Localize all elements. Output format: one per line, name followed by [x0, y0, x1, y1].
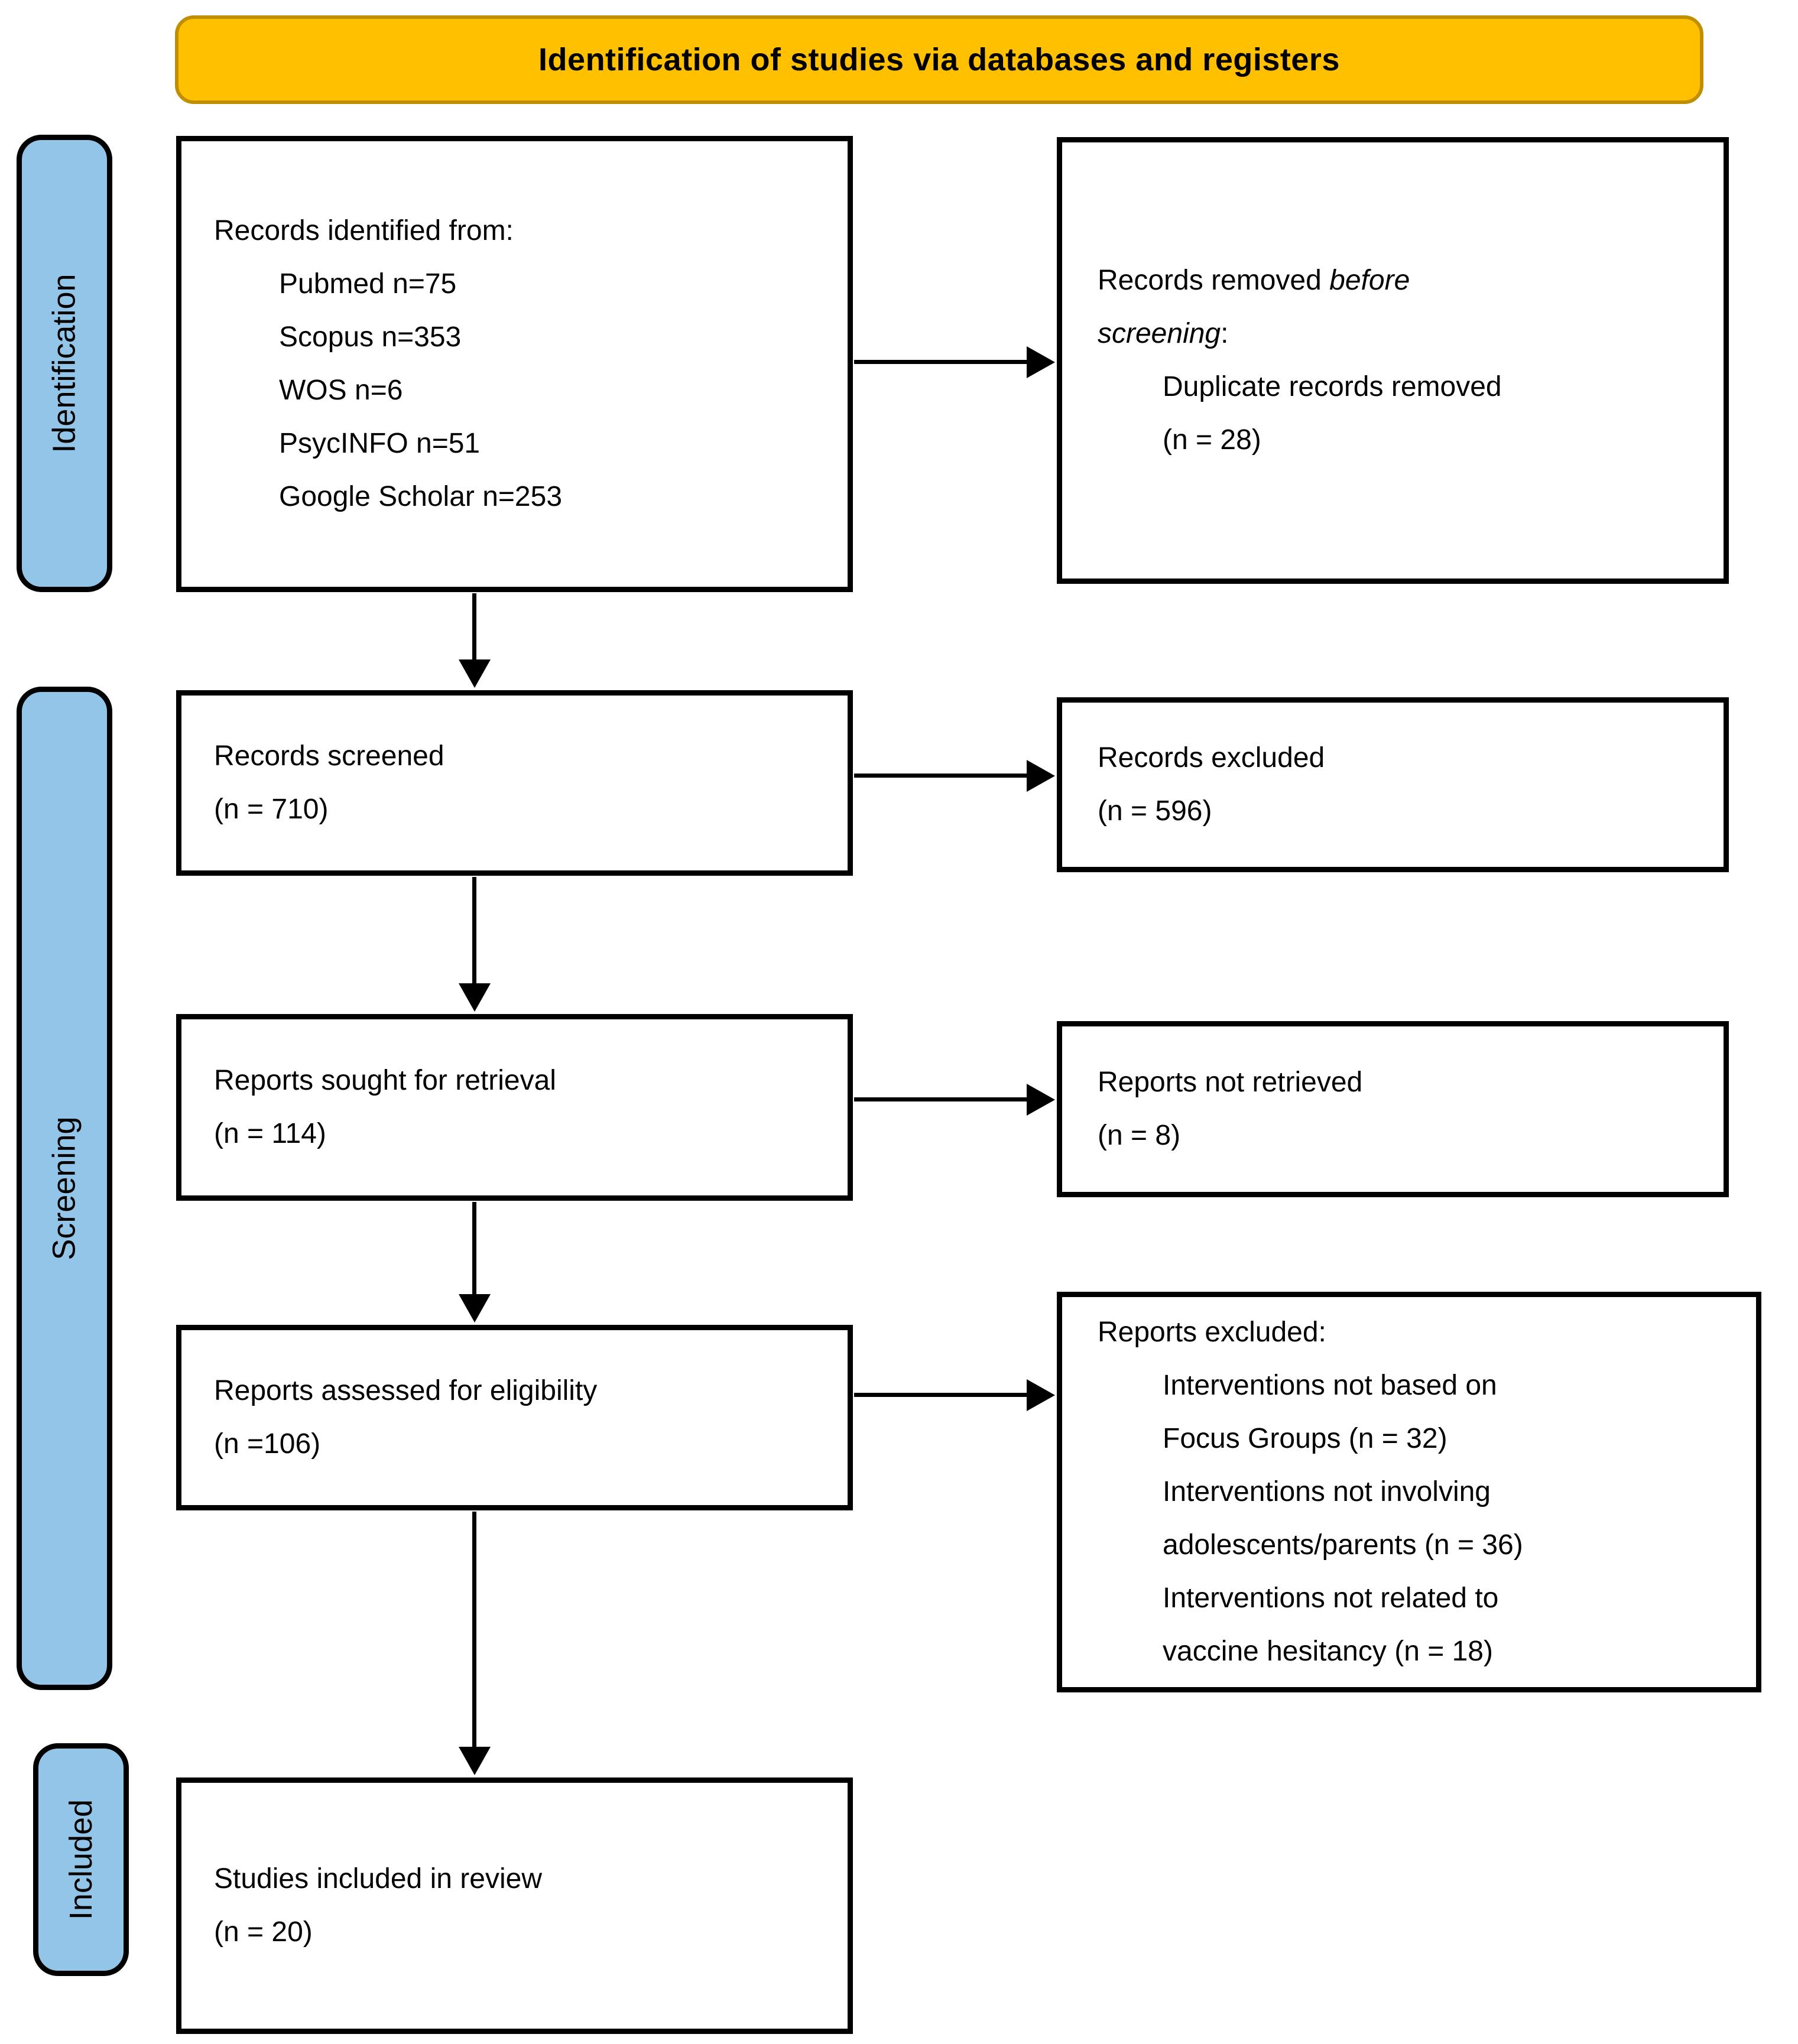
- box-heading: Records identified from:: [214, 215, 514, 246]
- box-records-removed-before-screening: Records removed before screening: Duplic…: [1057, 137, 1729, 584]
- database-count: WOS n=6: [279, 375, 403, 406]
- box-count: (n = 596): [1098, 795, 1212, 827]
- stage-label-identification: Identification: [17, 135, 112, 592]
- arrow-identified-to-removed-line: [854, 360, 1027, 364]
- database-count: Scopus n=353: [279, 321, 462, 353]
- box-records-screened: Records screened (n = 710): [176, 690, 853, 876]
- diagram-title: Identification of studies via databases …: [538, 42, 1340, 77]
- box-heading: Records excluded: [1098, 742, 1325, 774]
- box-count: (n = 710): [214, 794, 329, 825]
- stage-label-included: Included: [33, 1743, 129, 1976]
- arrow-sought-to-not-retrieved-line: [854, 1097, 1027, 1101]
- arrow-assessed-to-included-head: [459, 1747, 491, 1775]
- removal-reason: Duplicate records removed: [1163, 371, 1502, 402]
- box-reports-sought-for-retrieval: Reports sought for retrieval (n = 114): [176, 1014, 853, 1201]
- arrow-assessed-to-included-line: [472, 1512, 476, 1747]
- box-count: (n = 8): [1098, 1120, 1181, 1151]
- arrow-screened-to-sought-line: [472, 877, 476, 983]
- arrow-assessed-to-reports-excluded-line: [854, 1393, 1027, 1397]
- removal-count: (n = 28): [1163, 424, 1261, 456]
- box-records-identified: Records identified from: Pubmed n=75 Sco…: [176, 136, 853, 592]
- database-count: Google Scholar n=253: [279, 481, 563, 512]
- box-heading: Reports excluded:: [1098, 1317, 1326, 1348]
- box-heading: Reports not retrieved: [1098, 1067, 1363, 1098]
- box-records-excluded: Records excluded (n = 596): [1057, 697, 1729, 872]
- box-heading: Reports assessed for eligibility: [214, 1375, 598, 1406]
- exclusion-reason-continued: Focus Groups (n = 32): [1163, 1423, 1448, 1454]
- exclusion-reason-continued: vaccine hesitancy (n = 18): [1163, 1636, 1493, 1667]
- arrow-screened-to-excluded-head: [1027, 760, 1055, 792]
- exclusion-reason-continued: adolescents/parents (n = 36): [1163, 1529, 1523, 1561]
- arrow-identified-to-removed-head: [1027, 346, 1055, 378]
- box-heading-continued: screening:: [1098, 318, 1229, 349]
- arrow-screened-to-sought-head: [459, 983, 491, 1012]
- box-reports-assessed-for-eligibility: Reports assessed for eligibility (n =106…: [176, 1325, 853, 1510]
- arrow-sought-to-assessed-line: [472, 1202, 476, 1294]
- arrow-sought-to-assessed-head: [459, 1294, 491, 1322]
- arrow-identified-to-screened-line: [472, 593, 476, 659]
- arrow-identified-to-screened-head: [459, 659, 491, 688]
- stage-label-screening: Screening: [17, 687, 112, 1690]
- database-count: PsycINFO n=51: [279, 428, 481, 459]
- box-heading: Records screened: [214, 740, 444, 772]
- box-reports-excluded: Reports excluded: Interventions not base…: [1057, 1292, 1761, 1692]
- database-count: Pubmed n=75: [279, 268, 457, 300]
- box-heading: Studies included in review: [214, 1863, 542, 1894]
- box-reports-not-retrieved: Reports not retrieved (n = 8): [1057, 1021, 1729, 1197]
- exclusion-reason: Interventions not related to: [1163, 1582, 1499, 1614]
- box-count: (n = 20): [214, 1916, 313, 1948]
- box-count: (n = 114): [214, 1118, 326, 1149]
- exclusion-reason: Interventions not involving: [1163, 1476, 1491, 1507]
- exclusion-reason: Interventions not based on: [1163, 1370, 1497, 1401]
- box-heading: Records removed before: [1098, 265, 1410, 296]
- arrow-screened-to-excluded-line: [854, 774, 1027, 778]
- box-studies-included-in-review: Studies included in review (n = 20): [176, 1777, 853, 2034]
- title-banner: Identification of studies via databases …: [175, 15, 1703, 104]
- box-count: (n =106): [214, 1428, 321, 1460]
- arrow-assessed-to-reports-excluded-head: [1027, 1379, 1055, 1411]
- arrow-sought-to-not-retrieved-head: [1027, 1084, 1055, 1116]
- box-heading: Reports sought for retrieval: [214, 1065, 556, 1096]
